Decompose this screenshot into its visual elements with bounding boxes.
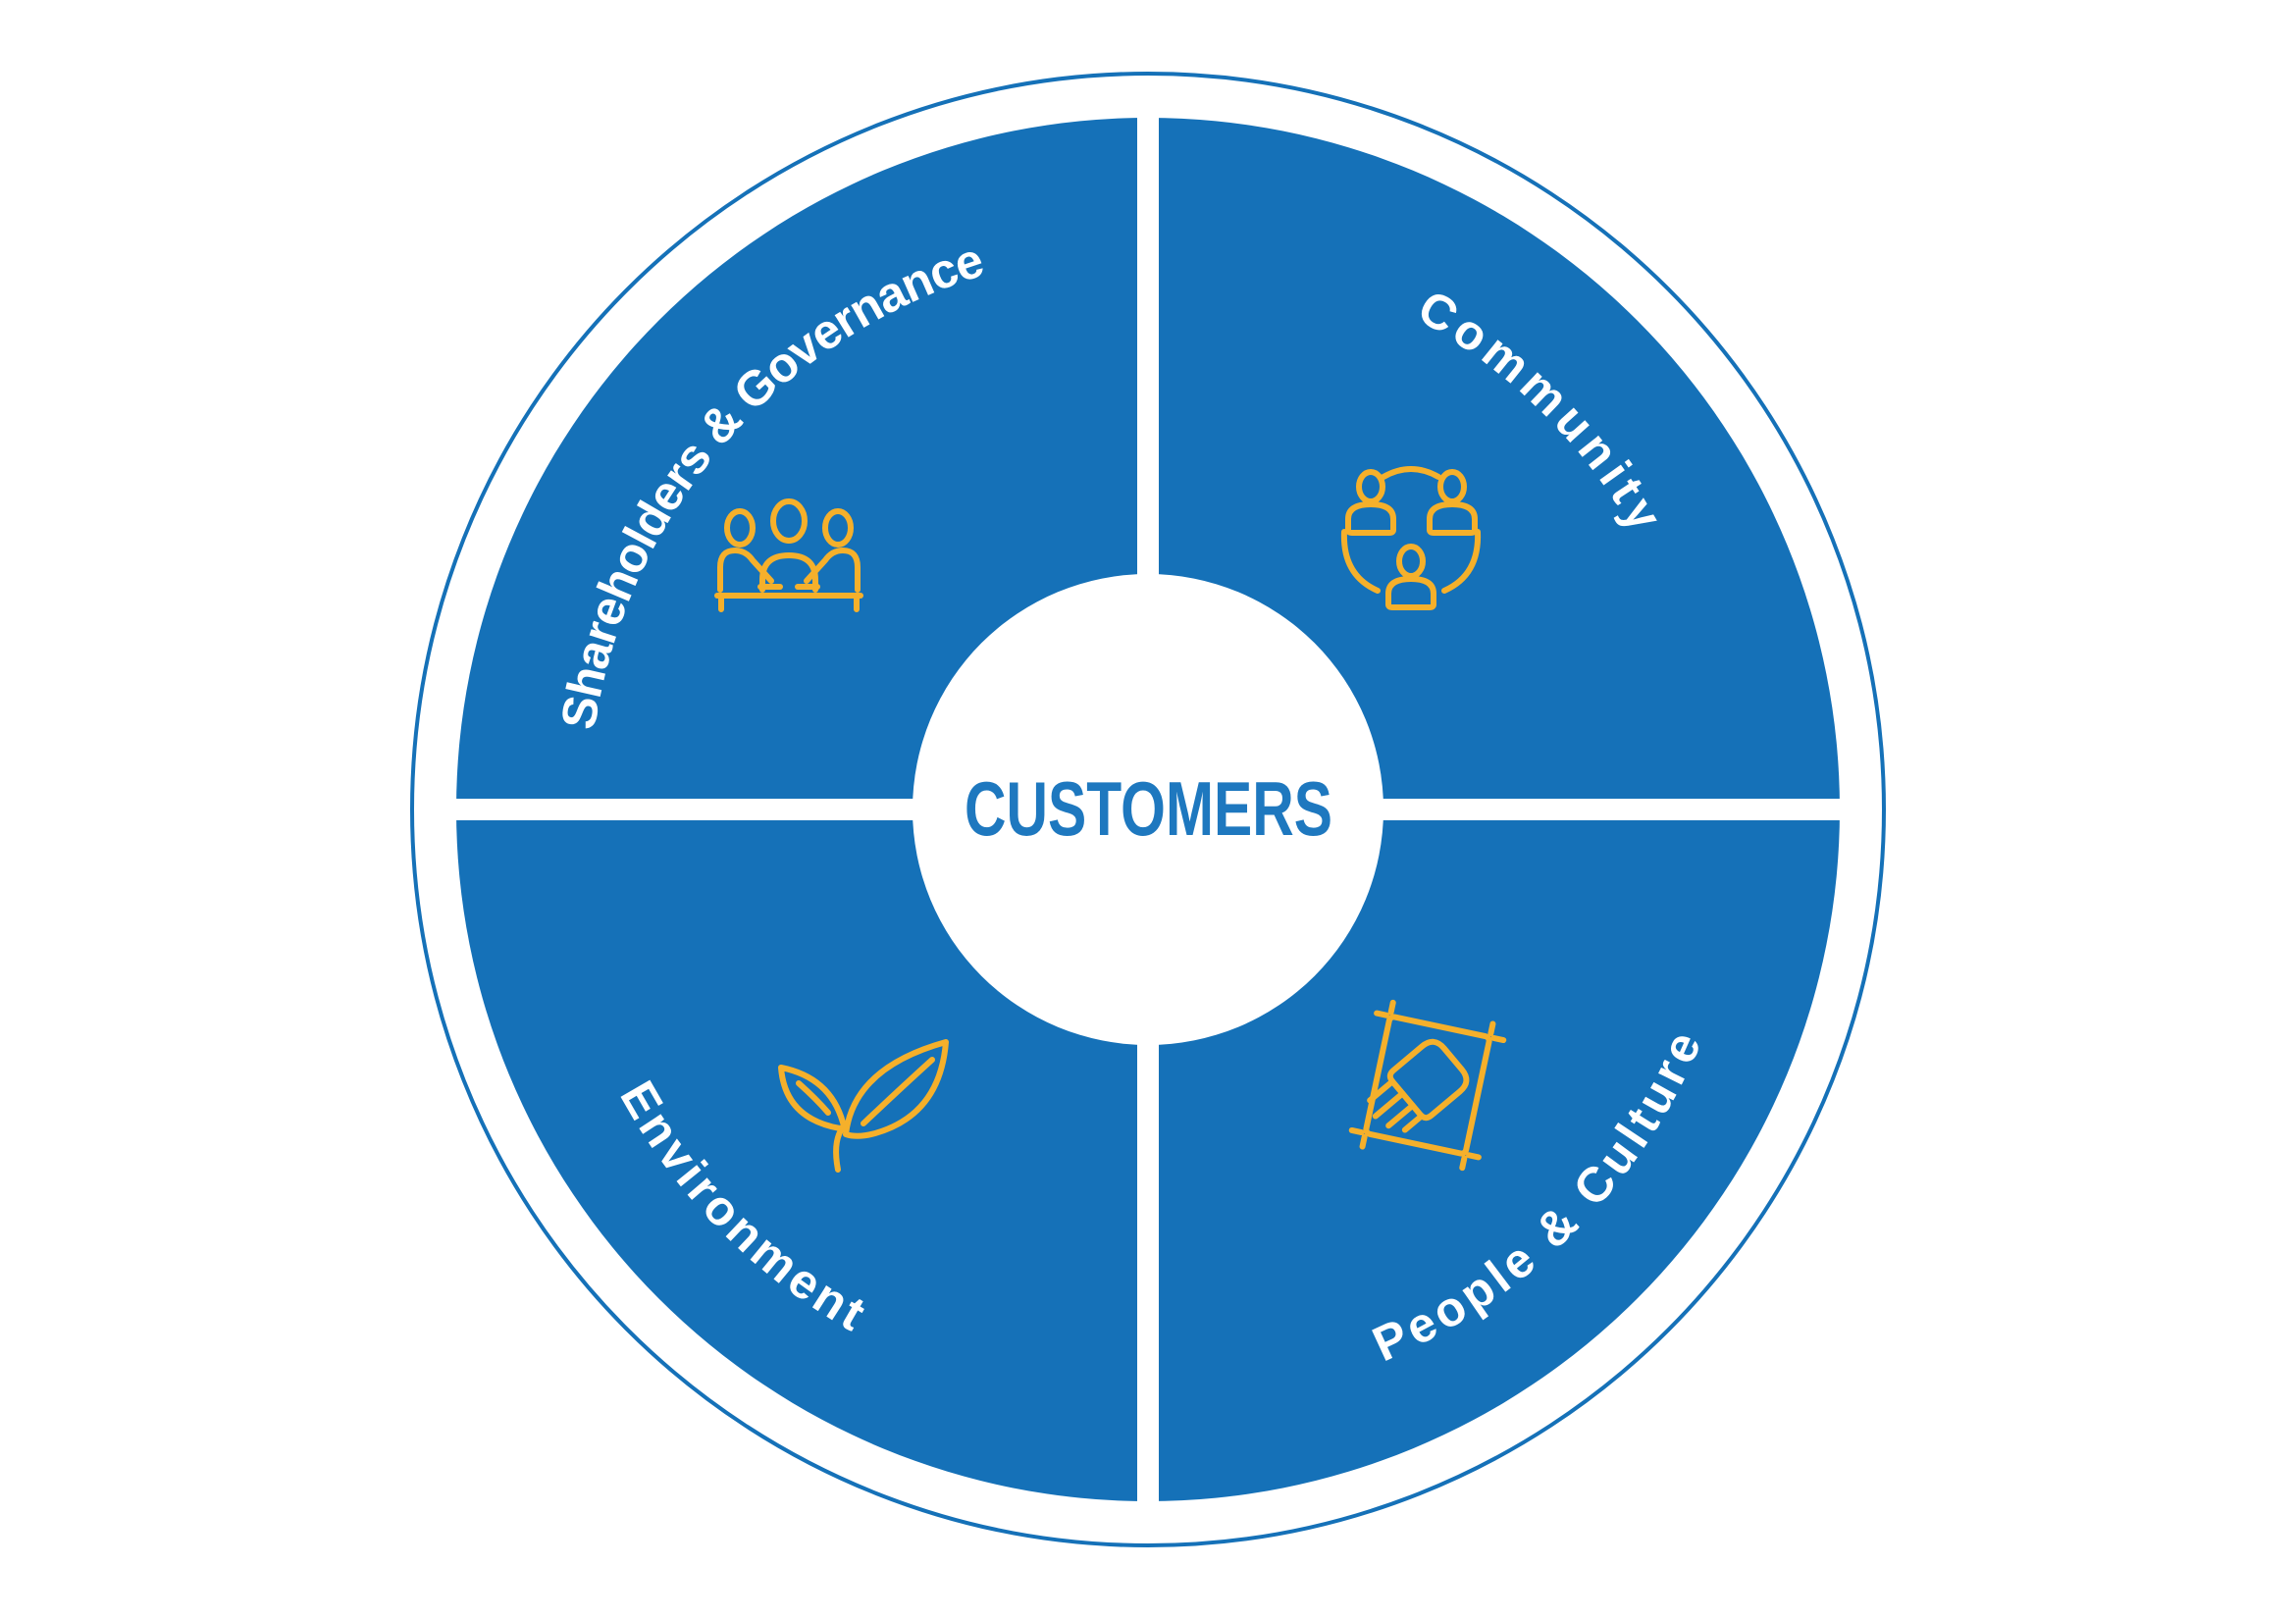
leaf-icon xyxy=(778,1039,949,1173)
center-label-customers: CUSTOMERS xyxy=(965,765,1332,852)
meeting-table-icon xyxy=(714,498,863,612)
hands-together-icon xyxy=(1348,999,1507,1172)
center-hub-circle xyxy=(913,574,1383,1045)
outer-ring xyxy=(410,72,1886,1547)
community-people-icon xyxy=(1340,466,1482,610)
